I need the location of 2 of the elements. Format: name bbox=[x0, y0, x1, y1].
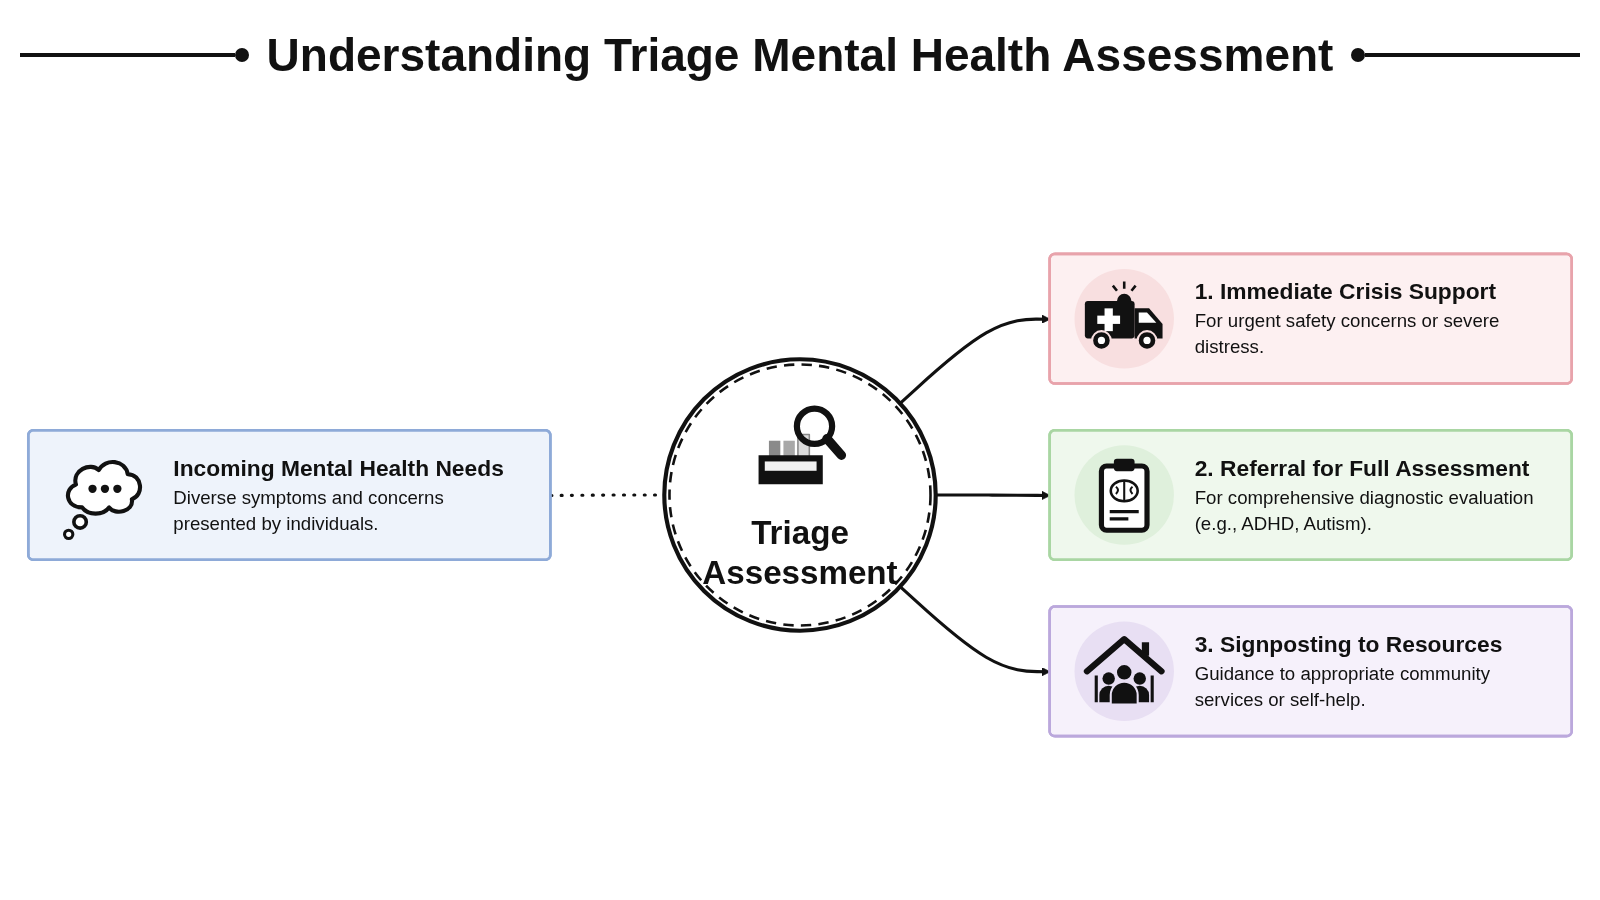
node-circle: Triage Assessment bbox=[662, 357, 938, 633]
title: Understanding Triage Mental Health Assessment bbox=[266, 28, 1334, 82]
